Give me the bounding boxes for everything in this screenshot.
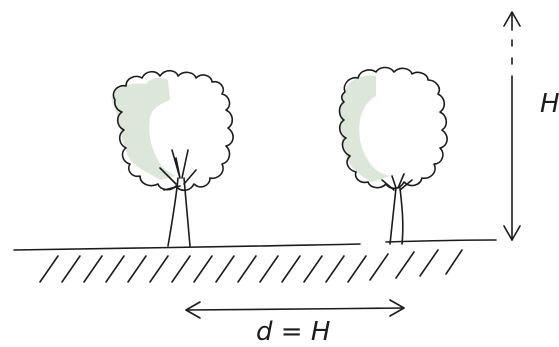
left-tree-foliage (112, 69, 234, 192)
distance-label: d = H (256, 317, 330, 347)
height-arrow-head-bottom (503, 225, 521, 241)
height-dimension (503, 11, 521, 241)
height-arrow-head-top (503, 11, 521, 27)
left-tree-foliage-shading (111, 77, 176, 180)
ground-line (13, 239, 497, 251)
right-tree-branches (381, 173, 413, 191)
left-tree (111, 69, 234, 247)
right-tree-foliage (338, 66, 448, 190)
right-tree-foliage-shading (340, 75, 390, 182)
distance-arrow-line (185, 307, 405, 311)
ground-hatching (39, 249, 463, 283)
distance-arrow-head-right (389, 299, 405, 317)
right-tree (338, 66, 448, 245)
left-tree-branches (159, 149, 197, 191)
left-tree-trunk (167, 177, 191, 247)
distance-dimension (185, 299, 405, 319)
distance-arrow-head-left (185, 301, 201, 319)
right-tree-trunk (389, 187, 404, 245)
height-label: H (540, 89, 559, 119)
